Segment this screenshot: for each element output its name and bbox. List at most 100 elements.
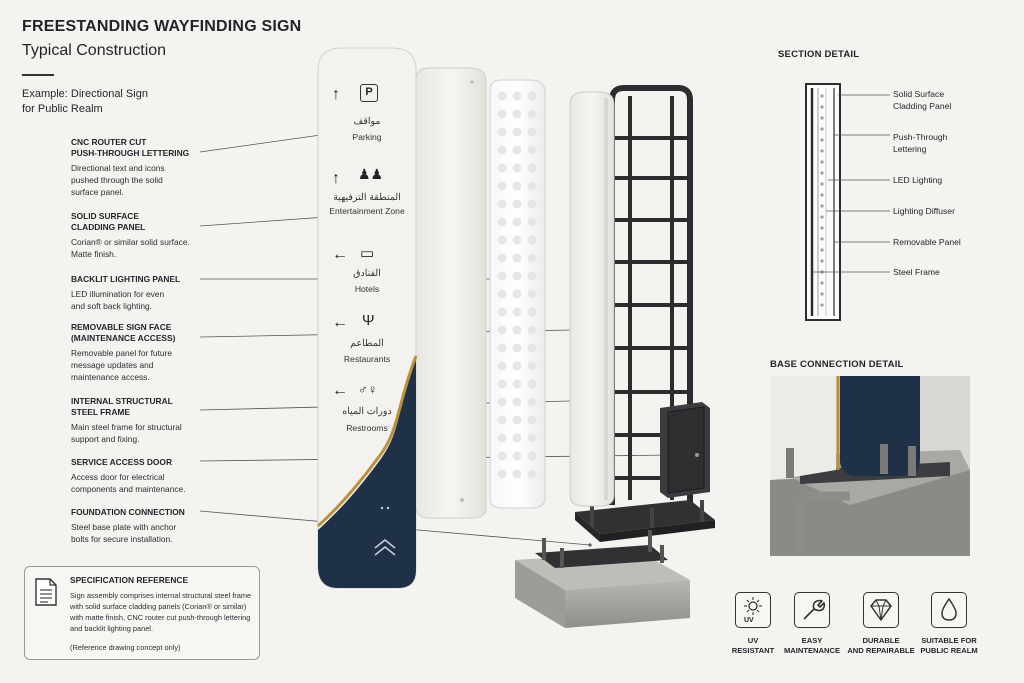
section-led-dot xyxy=(820,105,824,109)
led-dot xyxy=(497,217,507,227)
callout-title: INTERNAL STRUCTURAL STEEL FRAME xyxy=(71,396,173,417)
section-led-dot xyxy=(820,94,824,98)
section-label-led: LED Lighting xyxy=(893,175,943,185)
led-dot xyxy=(512,307,522,317)
feature-label-maintenance: EASY MAINTENANCE xyxy=(783,636,841,655)
section-led-dot xyxy=(820,281,824,285)
led-dot xyxy=(512,199,522,209)
section-led-dot xyxy=(820,226,824,230)
callout-text: Steel base plate with anchor bolts for s… xyxy=(71,522,177,544)
section-led-dot xyxy=(820,138,824,142)
section-label-lettering: Push-Through Lettering xyxy=(893,132,948,154)
led-dot xyxy=(512,253,522,263)
led-dot xyxy=(512,397,522,407)
section-label-diffuser: Lighting Diffuser xyxy=(893,206,955,216)
section-leader-lines xyxy=(812,94,890,273)
concrete-foundation xyxy=(515,530,690,628)
callout-foundation: FOUNDATION CONNECTION Steel base plate w… xyxy=(71,507,251,545)
led-dot xyxy=(527,217,537,227)
led-dot xyxy=(497,451,507,461)
led-dot xyxy=(512,91,522,101)
callout-text: Main steel frame for structural support … xyxy=(71,422,182,444)
led-dot xyxy=(497,91,507,101)
callout-text: LED illumination for even and soft back … xyxy=(71,289,165,311)
led-dot xyxy=(497,343,507,353)
callout-cladding: SOLID SURFACE CLADDING PANEL Corian® or … xyxy=(71,211,251,260)
uv-icon-text: UV xyxy=(744,617,754,624)
led-dot xyxy=(527,163,537,173)
service-access-door xyxy=(660,402,710,498)
fork-knife-icon: Ψ xyxy=(362,312,375,329)
led-dot xyxy=(512,469,522,479)
led-dot xyxy=(497,361,507,371)
callout-title: SERVICE ACCESS DOOR xyxy=(71,457,172,467)
led-dot xyxy=(512,181,522,191)
callout-service-door: SERVICE ACCESS DOOR Access door for elec… xyxy=(71,457,251,495)
parking-icon: P xyxy=(360,84,378,102)
led-dot xyxy=(497,379,507,389)
front-sign-face xyxy=(316,47,418,589)
led-dot xyxy=(497,181,507,191)
section-detail-title: SECTION DETAIL xyxy=(778,49,860,60)
durable-feature-box xyxy=(863,592,899,628)
led-dot xyxy=(527,199,537,209)
chevron-logo-icon xyxy=(374,538,396,556)
led-dot xyxy=(512,289,522,299)
sign-english-hotels: Hotels xyxy=(354,284,380,294)
led-dot xyxy=(512,361,522,371)
page-subtitle: Typical Construction xyxy=(22,42,167,59)
section-led-dot xyxy=(820,248,824,252)
spec-note: (Reference drawing concept only) xyxy=(70,643,181,652)
led-dot xyxy=(527,289,537,299)
callout-steel-frame: INTERNAL STRUCTURAL STEEL FRAME Main ste… xyxy=(71,396,251,445)
callout-lettering: CNC ROUTER CUT PUSH-THROUGH LETTERING Di… xyxy=(71,137,251,198)
maintenance-feature-box xyxy=(794,592,830,628)
feature-label-uv: UV RESISTANT xyxy=(731,636,775,655)
sign-english-restrooms: Restrooms xyxy=(346,423,388,433)
section-led-dot xyxy=(820,182,824,186)
led-dot xyxy=(497,397,507,407)
led-dot xyxy=(527,145,537,155)
sign-english-entertainment: Entertainment Zone xyxy=(329,206,405,216)
led-dot xyxy=(512,235,522,245)
led-dot xyxy=(497,163,507,173)
callout-text: Corian® or similar solid surface. Matte … xyxy=(71,237,190,259)
callout-text: Removable panel for future message updat… xyxy=(71,348,173,382)
feature-label-durable: DURABLE AND REPAIRABLE xyxy=(847,636,915,655)
callout-title: SOLID SURFACE CLADDING PANEL xyxy=(71,211,146,232)
callout-title: CNC ROUTER CUT PUSH-THROUGH LETTERING xyxy=(71,137,190,158)
led-dot xyxy=(497,289,507,299)
sign-face-content: ↑ P مواقف Parking ↑ ♟♟ المنطقة الترفيهية… xyxy=(318,48,416,588)
section-led-dot xyxy=(820,127,824,131)
led-dot xyxy=(512,379,522,389)
frame-base-plate xyxy=(575,500,715,542)
led-dot xyxy=(512,127,522,137)
led-dot xyxy=(497,271,507,281)
arrow-left-icon: ← xyxy=(332,382,348,399)
specification-box xyxy=(24,566,260,660)
led-dot xyxy=(512,271,522,281)
led-dot xyxy=(527,469,537,479)
document-icon xyxy=(35,578,57,606)
section-led-dot xyxy=(820,237,824,241)
callout-backlit: BACKLIT LIGHTING PANEL LED illumination … xyxy=(71,274,251,312)
led-dot xyxy=(527,307,537,317)
spec-title: SPECIFICATION REFERENCE xyxy=(70,575,189,585)
led-dot xyxy=(512,325,522,335)
sign-arabic-restaurants: المطاعم xyxy=(350,338,384,349)
water-drop-icon xyxy=(941,597,957,621)
led-dot xyxy=(512,217,522,227)
arrow-up-icon: ↑ xyxy=(332,86,340,103)
led-dot xyxy=(497,109,507,119)
sign-arabic-entertainment: المنطقة الترفيهية xyxy=(333,192,401,203)
spec-text: Sign assembly comprises internal structu… xyxy=(70,591,252,633)
led-dot xyxy=(512,145,522,155)
led-dot xyxy=(527,397,537,407)
section-led-dot xyxy=(820,204,824,208)
led-dot xyxy=(527,253,537,263)
uv-icon xyxy=(744,597,762,615)
led-dot xyxy=(527,91,537,101)
sign-english-parking: Parking xyxy=(352,132,382,142)
sign-arabic-parking: مواقف xyxy=(353,116,381,127)
lighting-diffuser-panel xyxy=(415,67,487,519)
